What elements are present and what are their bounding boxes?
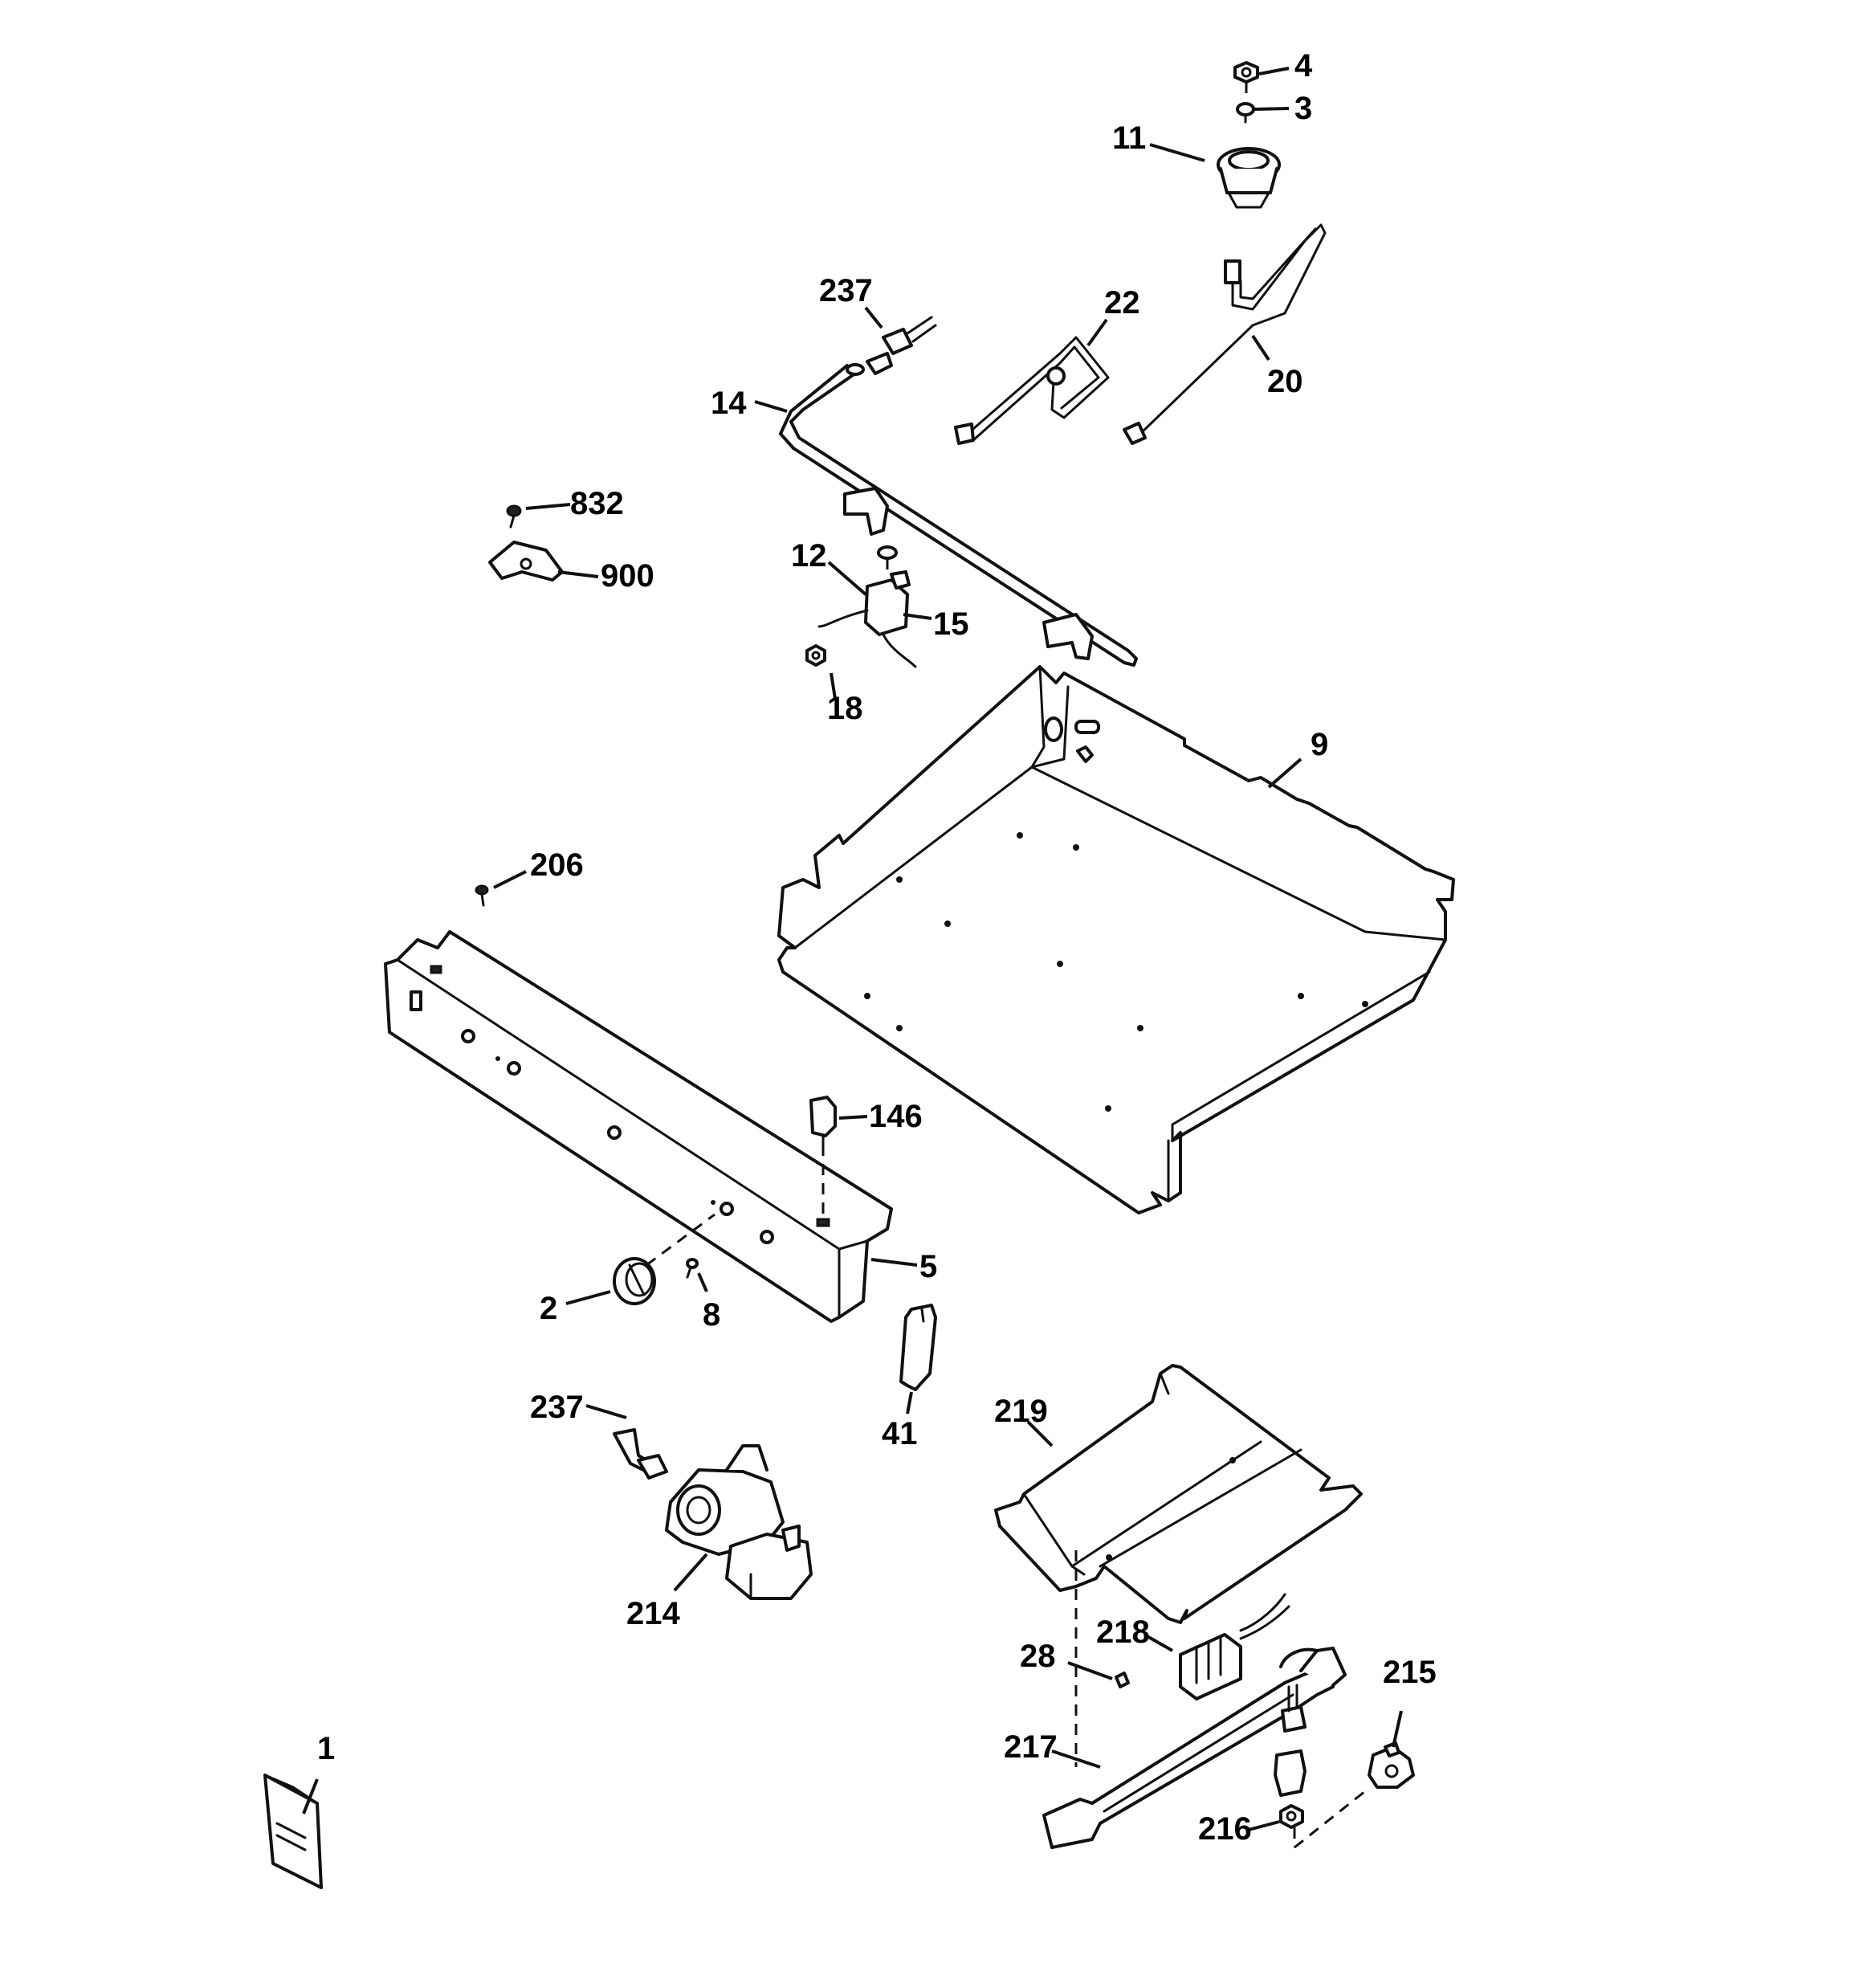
callout-8: 8 — [703, 1297, 720, 1333]
callout-219: 219 — [994, 1394, 1048, 1429]
leader-lines — [302, 67, 1403, 1831]
clip-part-146 — [809, 1096, 837, 1146]
screw-part-206 — [475, 884, 489, 907]
manifold-pipe-part-14 — [779, 363, 1138, 667]
callout-206: 206 — [530, 847, 584, 883]
callout-215: 215 — [1383, 1655, 1437, 1690]
callout-237-bottom: 237 — [530, 1390, 584, 1425]
callout-1: 1 — [317, 1731, 335, 1766]
callout-12: 12 — [791, 538, 827, 574]
callout-217: 217 — [1004, 1729, 1058, 1765]
callout-9: 9 — [1311, 727, 1328, 762]
fitting-part-237-top — [866, 316, 937, 375]
screw-part-8 — [686, 1258, 699, 1279]
callout-3: 3 — [1294, 91, 1312, 126]
alignment-line — [646, 1213, 715, 1267]
oven-burner-part-217 — [1042, 1647, 1347, 1849]
callout-28: 28 — [1020, 1639, 1056, 1674]
screw-part-3 — [1236, 102, 1255, 124]
callout-218: 218 — [1096, 1614, 1150, 1650]
callout-18: 18 — [827, 691, 863, 726]
bracket-part-215 — [1368, 1741, 1415, 1789]
callout-15: 15 — [933, 606, 969, 642]
nut-part-216 — [1279, 1804, 1304, 1829]
burner-box-part-9 — [777, 665, 1455, 1214]
valve-part-214 — [665, 1444, 813, 1600]
clip-part-28 — [1115, 1672, 1130, 1688]
callout-214: 214 — [626, 1596, 680, 1631]
knob-part-2 — [613, 1257, 656, 1305]
callout-237-top: 237 — [819, 273, 873, 308]
callout-900: 900 — [601, 558, 654, 594]
alignment-line — [1294, 1790, 1366, 1849]
callout-41: 41 — [882, 1416, 918, 1451]
callout-4: 4 — [1294, 48, 1313, 84]
nut-part-18 — [805, 644, 826, 667]
callout-146: 146 — [869, 1099, 923, 1134]
callout-2: 2 — [540, 1291, 557, 1326]
end-cap-part-41 — [899, 1304, 937, 1391]
burner-head-part-11 — [1217, 147, 1281, 209]
fitting-part-237-bottom — [613, 1428, 668, 1480]
callout-labels: 4 3 11 237 22 20 14 832 900 12 15 18 9 2… — [317, 48, 1437, 1847]
valve-part-12 — [817, 570, 917, 668]
screw-part-832 — [506, 504, 522, 529]
callout-216: 216 — [1198, 1811, 1252, 1847]
callout-832: 832 — [570, 486, 624, 521]
igniter-part-218 — [1179, 1593, 1290, 1700]
heat-shield-part-219 — [994, 1364, 1363, 1624]
callout-20: 20 — [1267, 364, 1303, 399]
nut-part-4 — [1233, 61, 1259, 84]
bracket-part-900 — [488, 541, 564, 582]
control-panel-part-5 — [384, 930, 893, 1323]
gas-line-part-22 — [954, 336, 1110, 445]
callout-22: 22 — [1104, 285, 1140, 320]
callout-11: 11 — [1112, 120, 1146, 156]
callout-14: 14 — [711, 386, 747, 421]
washer-part-15 — [877, 545, 898, 560]
burner-tube-part-20 — [1123, 223, 1327, 445]
callout-5: 5 — [919, 1249, 937, 1284]
orifice-holder — [1274, 1684, 1307, 1797]
